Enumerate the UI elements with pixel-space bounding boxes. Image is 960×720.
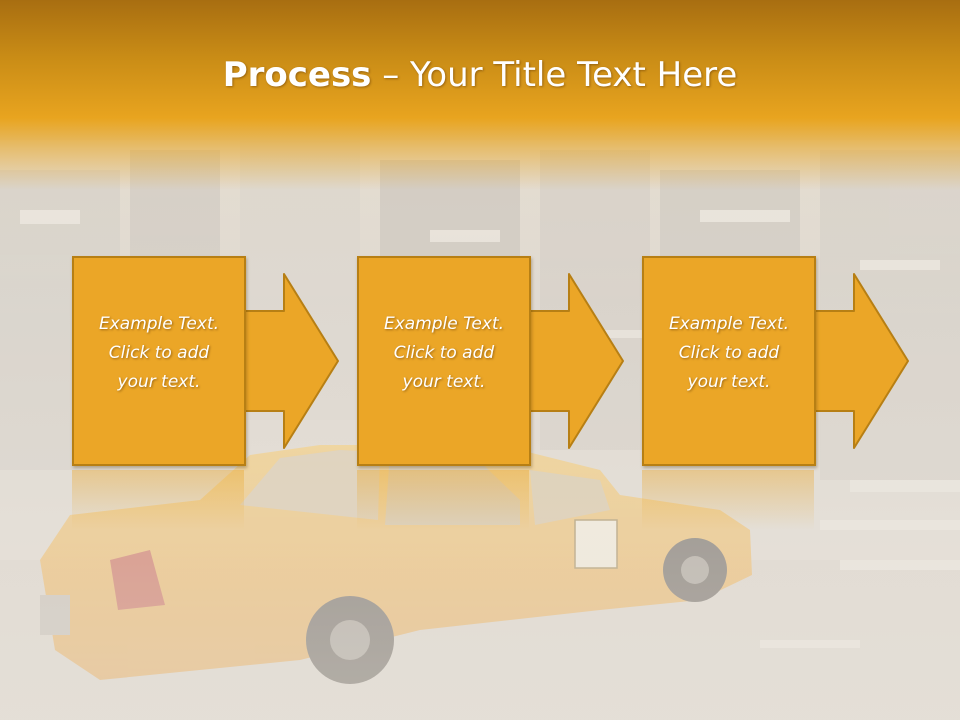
arrow-right-icon — [813, 273, 909, 449]
step-text[interactable]: Example Text. Click to add your text. — [668, 314, 790, 392]
title-band — [0, 0, 960, 190]
title-light: – Your Title Text Here — [371, 55, 738, 95]
step-box — [642, 256, 816, 466]
step-reflection — [642, 470, 814, 530]
step-box — [357, 256, 531, 466]
process-step-2[interactable]: Example Text. Click to add your text. — [357, 256, 697, 468]
arrow-right-icon — [243, 273, 339, 449]
process-step-1[interactable]: Example Text. Click to add your text. — [72, 256, 412, 468]
step-text[interactable]: Example Text. Click to add your text. — [98, 314, 220, 392]
arrow-right-icon — [528, 273, 624, 449]
step-reflection — [72, 470, 244, 530]
slide-title[interactable]: Process – Your Title Text Here — [0, 52, 960, 98]
process-step-3[interactable]: Example Text. Click to add your text. — [642, 256, 960, 468]
title-strong: Process — [222, 55, 372, 95]
step-box — [72, 256, 246, 466]
step-reflection — [357, 470, 529, 530]
step-text[interactable]: Example Text. Click to add your text. — [383, 314, 505, 392]
